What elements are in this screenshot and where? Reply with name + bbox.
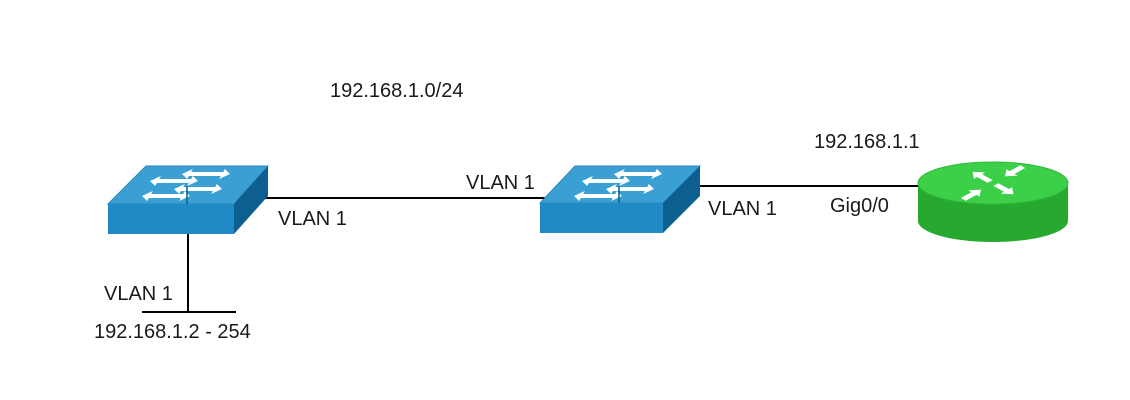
router-ip-label: 192.168.1.1 — [814, 131, 920, 153]
subnet-label: 192.168.1.0/24 — [330, 80, 463, 102]
center-switch-uplink-vlan-label: VLAN 1 — [708, 198, 777, 220]
switch-left[interactable] — [106, 165, 270, 234]
center-switch-downlink-vlan-label: VLAN 1 — [466, 172, 535, 194]
switch-center[interactable] — [538, 165, 702, 233]
router[interactable] — [917, 161, 1069, 242]
left-switch-uplink-vlan-label: VLAN 1 — [278, 208, 347, 230]
host-range-label: 192.168.1.2 - 254 — [94, 321, 251, 343]
access-vlan-label: VLAN 1 — [104, 283, 173, 305]
router-interface-label: Gig0/0 — [830, 195, 889, 217]
